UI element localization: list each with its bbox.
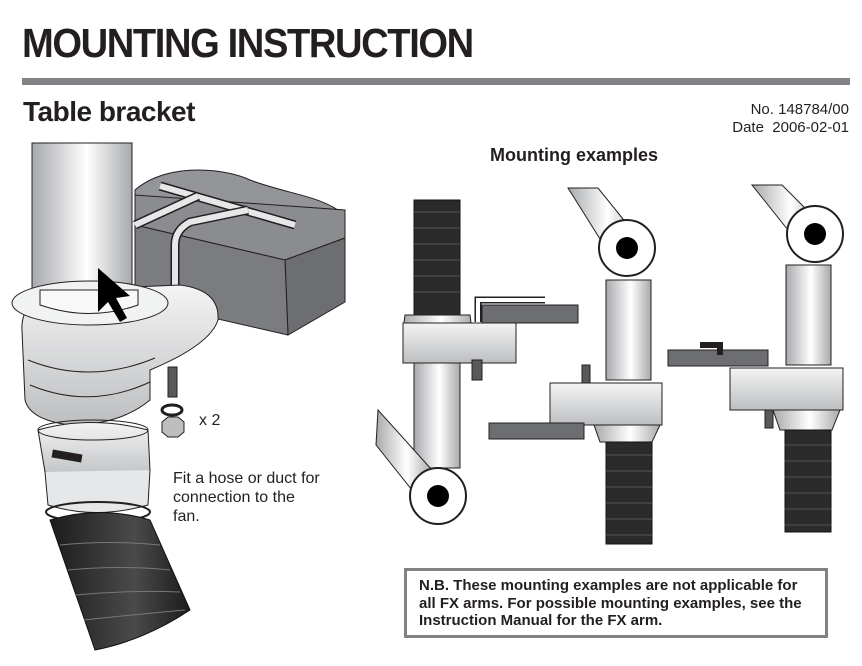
bracket-body: [11, 280, 219, 426]
flexible-hose: [49, 512, 191, 651]
document-number: No. 148784/00: [750, 101, 849, 118]
section-title: Table bracket: [23, 96, 195, 127]
hose-connection-note: Fit a hose or duct for connection to the…: [173, 470, 320, 525]
title-divider: [22, 78, 850, 85]
document-meta: No. 148784/00 Date 2006-02-01: [732, 101, 849, 137]
cursor-arrow-icon: [98, 268, 130, 322]
document-title: MOUNTING INSTRUCTION: [22, 20, 474, 66]
document-date: Date 2006-02-01: [732, 119, 849, 136]
applicability-note-text: N.B. These mounting examples are not app…: [419, 577, 802, 629]
hardware-quantity-label: x 2: [199, 412, 221, 429]
bolt-hardware: [160, 366, 185, 438]
mounting-example-3: [700, 184, 844, 533]
mounting-example-1: [375, 199, 579, 525]
applicability-note-box: N.B. These mounting examples are not app…: [404, 568, 828, 638]
examples-title: Mounting examples: [490, 145, 659, 165]
clamp-rod: [133, 181, 297, 295]
arm-tube: [31, 142, 133, 304]
mounting-example-2: [488, 187, 769, 545]
hose-adapter: [37, 419, 151, 523]
